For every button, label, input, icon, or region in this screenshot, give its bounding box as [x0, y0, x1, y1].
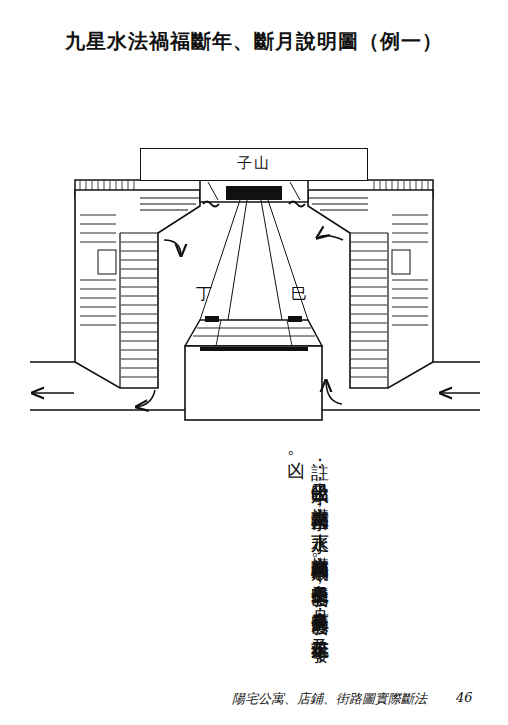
water-flow-arrow [32, 392, 74, 394]
wall-planks [193, 320, 315, 346]
note-text: 註：坐子山收巳水，交媾為左輔吉水，水走丁水，交媾為左輔凶水破局。主申子辰年發凶，… [283, 448, 332, 644]
diagram-title: 九星水法禍福斷年、斷月說明圖（例一） [0, 28, 508, 55]
water-flow-arrow [136, 390, 155, 407]
street-edge [30, 362, 480, 410]
water-flow-arrow [164, 240, 181, 256]
wall-band [200, 347, 308, 351]
gate-glint [208, 182, 300, 200]
water-direction: 丁 [196, 284, 212, 305]
gate-ornament [203, 202, 305, 207]
right-brick-lines [351, 215, 428, 377]
wall-top [185, 320, 322, 346]
water-direction: 巳 [291, 284, 307, 305]
page-number: 46 [456, 690, 473, 705]
water-flow-arrow [440, 392, 480, 394]
gate-beam [200, 180, 308, 202]
water-flow-arrow [326, 380, 342, 404]
right-building [308, 190, 433, 388]
mountain-band: 子山 [140, 148, 368, 181]
sight-line [200, 200, 308, 320]
left-window [98, 250, 116, 274]
water-flow-arrow [317, 235, 343, 240]
footer-text: 陽宅公寓、店鋪、街路圖實際斷法 [232, 690, 427, 708]
right-window [392, 250, 410, 274]
left-building [75, 190, 200, 388]
left-brick-lines [80, 215, 157, 377]
mountain-label: 子山 [141, 149, 367, 178]
gate-doorway [226, 186, 282, 200]
wall-cap [288, 316, 302, 322]
wall-front [185, 346, 322, 420]
wall-cap [205, 316, 219, 322]
